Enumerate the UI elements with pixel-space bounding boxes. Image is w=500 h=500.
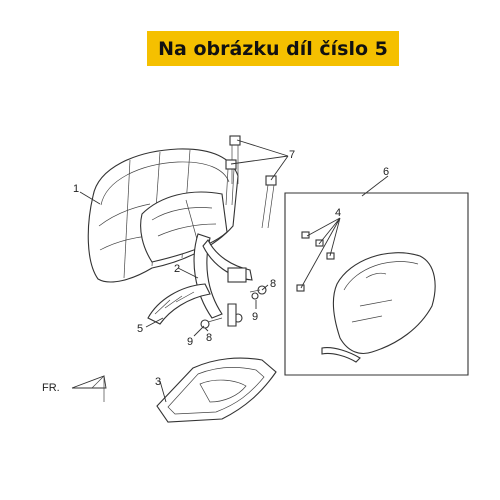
callout-6: 6 [383,166,389,178]
callout-2: 2 [174,263,180,275]
pad-plate [156,357,277,423]
title-banner: Na obrázku díl číslo 5 [147,31,399,66]
callout-9-lower: 9 [187,336,193,348]
callout-8-right: 8 [270,278,276,290]
callout-8-lower: 8 [206,332,212,344]
bolts [225,135,277,229]
callout-3: 3 [155,376,161,388]
callout-9-right: 9 [252,311,258,323]
rear-cover [321,252,436,363]
callout-7: 7 [289,149,295,161]
callout-4: 4 [335,207,341,219]
screws-and-washers [200,285,267,329]
backrest-bracket [140,191,253,319]
callout-5: 5 [137,323,143,335]
lower-bracket [147,283,211,325]
callout-1: 1 [73,183,79,195]
banner-text: Na obrázku díl číslo 5 [158,37,388,60]
direction-label: FR. [42,382,60,394]
leader-lines [79,139,389,403]
front-direction-arrow [71,375,107,402]
